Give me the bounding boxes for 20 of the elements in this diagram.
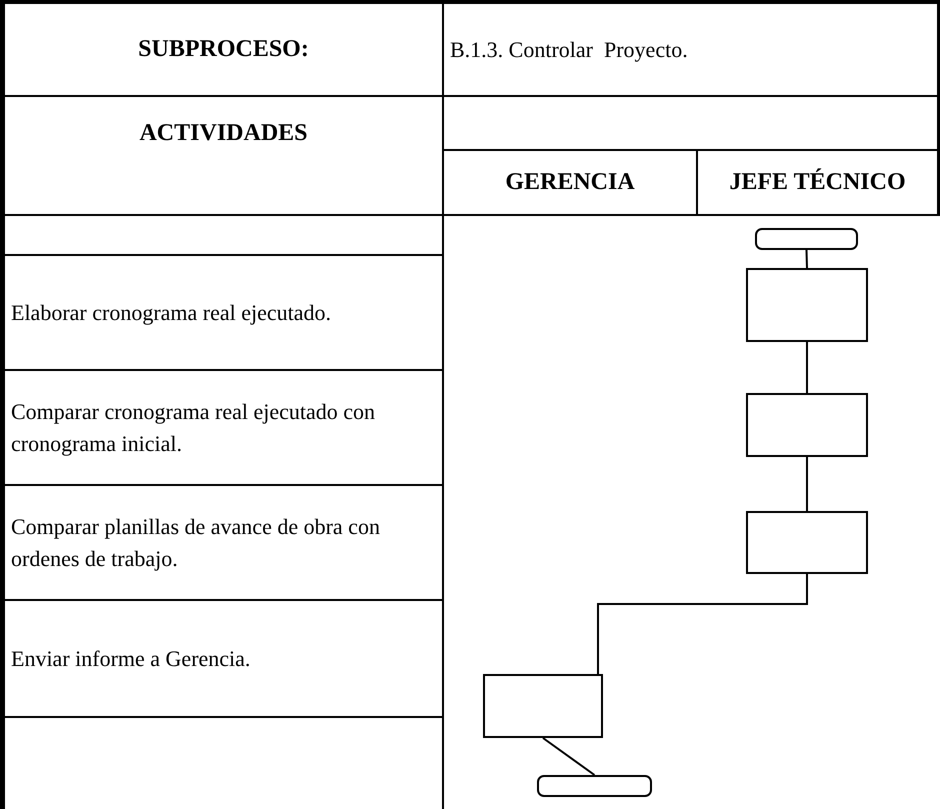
process-box bbox=[746, 511, 868, 574]
process-box bbox=[746, 268, 868, 342]
connector-line bbox=[597, 574, 808, 674]
connector-line bbox=[806, 250, 808, 268]
process-box bbox=[483, 674, 603, 738]
connector-line bbox=[542, 737, 596, 776]
connector-line bbox=[806, 342, 808, 393]
activity-text: Elaborar cronograma real ejecutado. bbox=[11, 298, 332, 327]
connector-line bbox=[806, 457, 808, 511]
column-header: GERENCIA bbox=[505, 169, 635, 196]
column-header: JEFE TÉCNICO bbox=[729, 169, 906, 196]
section-label: SUBPROCESO: bbox=[138, 36, 309, 63]
terminal-box bbox=[755, 228, 858, 250]
activity-text: Comparar planillas de avance de obra con ordenes de trabajo. bbox=[11, 512, 381, 573]
activity-text: Comparar cronograma real ejecutado con cronograma inicial. bbox=[11, 398, 376, 458]
column-header: ACTIVIDADES bbox=[139, 120, 308, 146]
activity-text: Enviar informe a Gerencia. bbox=[11, 644, 250, 673]
terminal-box bbox=[537, 775, 652, 797]
process-box bbox=[746, 393, 868, 457]
subprocess-title: B.1.3. Controlar Proyecto. bbox=[450, 36, 688, 64]
